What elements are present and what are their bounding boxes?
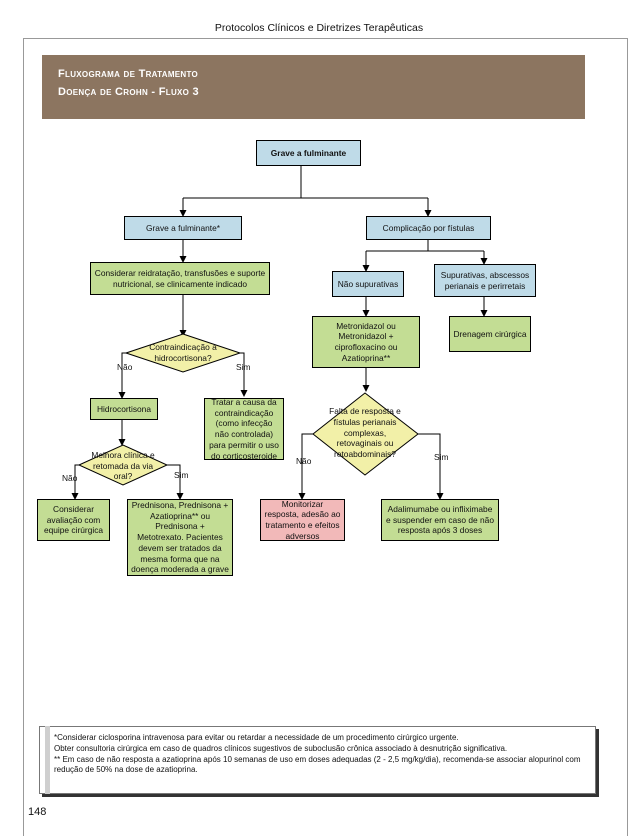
- node-supurativas: Supurativas, abscessos perianais e perir…: [434, 264, 536, 297]
- banner-title-line2: Doença de Crohn - Fluxo 3: [58, 86, 199, 98]
- node-monitorizar: Monitorizar resposta, adesão ao tratamen…: [260, 499, 345, 541]
- node-root-grave: Grave a fulminante: [256, 140, 361, 166]
- node-drenagem-cirurgica: Drenagem cirúrgica: [449, 316, 531, 352]
- left-border: [23, 38, 24, 836]
- node-hidrocortisona: Hidrocortisona: [90, 398, 158, 420]
- footnote-2: Obter consultoria cirúrgica em caso de q…: [54, 743, 508, 753]
- node-complicacao-fistulas: Complicação por fístulas: [366, 216, 491, 240]
- node-adalimumabe: Adalimumabe ou infliximabe e suspender e…: [381, 499, 499, 541]
- banner-title-line1: Fluxograma de Tratamento: [58, 68, 199, 80]
- footnote-1: *Considerar ciclosporina intravenosa par…: [54, 733, 459, 742]
- node-metronidazol: Metronidazol ou Metronidazol + ciproflox…: [312, 316, 420, 368]
- diamond-text-contraindicacao: Contraindicação a hidrocortisona?: [149, 342, 217, 363]
- footnotes-box: *Considerar ciclosporina intravenosa par…: [39, 726, 596, 794]
- node-tratar-causa: Tratar a causa da contraindicação (como …: [204, 397, 284, 461]
- label-nao-contraindicacao: Não: [117, 362, 133, 372]
- label-nao-melhora: Não: [62, 473, 78, 483]
- label-sim-falta-resposta: Sim: [434, 452, 449, 462]
- page-number: 148: [28, 806, 47, 818]
- decision-diamond-falta-resposta: [312, 392, 419, 476]
- node-considerar-avaliacao: Considerar avaliação com equipe cirúrgic…: [37, 499, 110, 541]
- label-nao-falta-resposta: Não: [296, 456, 312, 466]
- label-sim-melhora: Sim: [174, 470, 189, 480]
- diamond-text-falta-resposta: Falta de resposta e fístulas perianais c…: [329, 406, 401, 460]
- decision-diamond-contraindicacao: [124, 333, 242, 373]
- decision-diamond-melhora: [77, 444, 169, 486]
- title-banner: [42, 55, 585, 119]
- node-considerar-reidratacao: Considerar reidratação, transfusões e su…: [90, 262, 270, 295]
- header-rule: [23, 38, 627, 39]
- page-header: Protocolos Clínicos e Diretrizes Terapêu…: [214, 22, 424, 34]
- right-border: [627, 38, 628, 836]
- diamond-text-melhora: Melhora clínica e retomada da via oral?: [91, 449, 155, 482]
- node-nao-supurativas: Não supurativas: [332, 271, 404, 297]
- node-prednisona: Prednisona, Prednisona + Azatioprina** o…: [127, 499, 233, 576]
- node-grave-fulminante: Grave a fulminante*: [124, 216, 242, 240]
- label-sim-contraindicacao: Sim: [236, 362, 251, 372]
- footnote-3: ** Em caso de não resposta a azatioprina…: [54, 754, 581, 775]
- footnotes-side-bar: [45, 726, 50, 794]
